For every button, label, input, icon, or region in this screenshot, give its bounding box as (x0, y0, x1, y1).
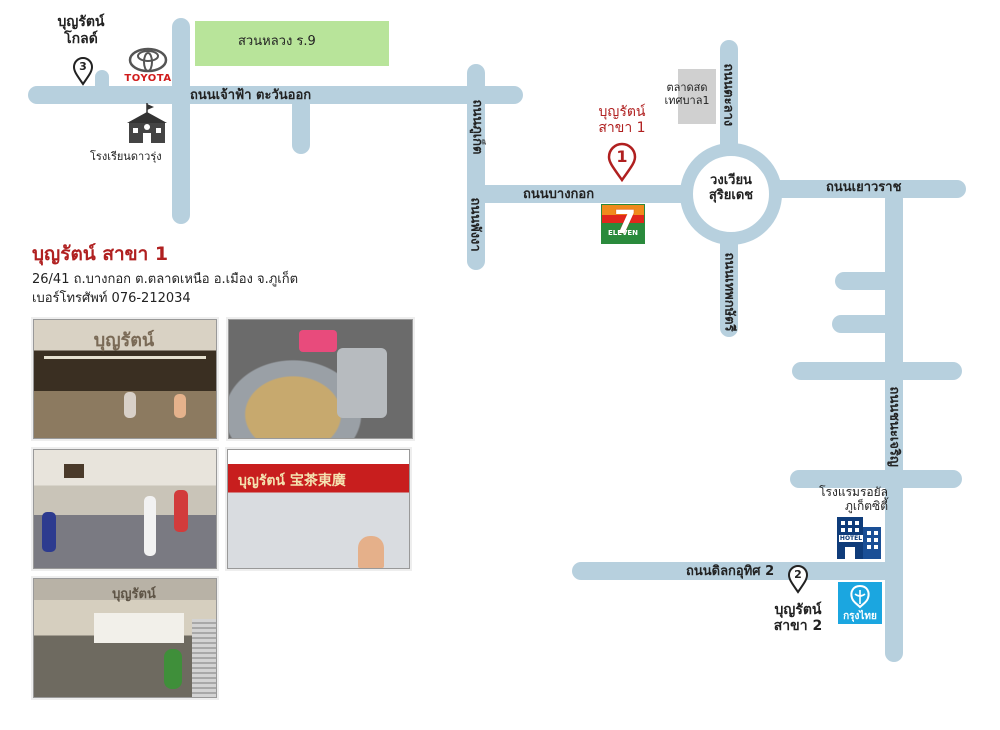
thepkasattri-road (720, 225, 738, 337)
photo-dimsum[interactable] (228, 319, 413, 439)
photo-sign-interior[interactable]: บุญรัตน์ 宝茶東廣 (227, 449, 410, 569)
talang-road-label: ถนนตะลาง (720, 63, 736, 127)
talang-road (720, 40, 738, 160)
hotel-sign: HOTEL (839, 535, 863, 542)
side-street-2 (832, 315, 894, 333)
photo-dining-room[interactable] (33, 449, 217, 569)
park-area (195, 21, 389, 66)
park-label: สวนหลวง ร.9 (238, 34, 316, 49)
seven-eleven-seven: 7 (614, 203, 637, 241)
dilok-road-label: ถนนดิลกอุทิศ 2 (686, 564, 775, 579)
yaowarat-road-label: ถนนเยาวราช (826, 180, 902, 195)
chaofa-road (28, 86, 523, 104)
info-address: 26/41 ถ.บางกอก ต.ตลาดเหนือ อ.เมือง จ.ภูเ… (32, 272, 299, 287)
chaofa-road-vertical-left (172, 18, 190, 224)
seven-eleven-text: ELEVEN (607, 229, 639, 237)
branch2-label: บุญรัตน์ สาขา 2 (773, 602, 823, 635)
krungthai-bank-logo: กรุงไทย (838, 582, 882, 624)
branch2-num: 2 (794, 568, 802, 581)
info-phone: เบอร์โทรศัพท์ 076-212034 (32, 291, 191, 306)
toyota-logo: TOYOTA (122, 46, 174, 86)
branch1-num: 1 (616, 147, 628, 166)
photo-storefront[interactable]: บุญรัตน์ (33, 319, 217, 439)
photo-exterior-sign: บุญรัตน์ (112, 587, 156, 602)
bangkok-road-label: ถนนบางกอก (523, 187, 595, 202)
branch2-pin-icon[interactable]: 2 (787, 564, 809, 594)
gold-branch-label: บุญรัตน์ โกลด์ (57, 14, 105, 47)
market-block (678, 69, 716, 124)
chaofa-spur-small (95, 70, 109, 100)
photo-storefront-sign: บุญรัตน์ (93, 330, 155, 351)
yaowarat-road (760, 180, 966, 198)
photo-exterior[interactable]: บุญรัตน์ (33, 578, 217, 698)
school-label: โรงเรียนดาวรุ่ง (90, 150, 162, 163)
side-street-1 (835, 272, 895, 290)
phangnga-road-label: ถนนพังงา (467, 197, 483, 252)
roundabout-label: วงเวียน สุริยเดช (708, 173, 754, 203)
krungthai-bank-text: กรุงไทย (843, 611, 877, 622)
hotel-label: โรงแรมรอยัล ภูเก็ตซิตี้ (819, 485, 888, 513)
chaofa-road-label: ถนนเจ้าฟ้า ตะวันออก (190, 88, 312, 103)
bangkok-road (470, 185, 710, 203)
gold-branch-num: 3 (79, 60, 87, 73)
market-label: ตลาดสด เทศบาล1 (664, 81, 710, 107)
chanacharoen-road-label: ถนนชนะเจริญ (886, 386, 902, 467)
branch1-pin-icon[interactable]: 1 (606, 142, 638, 183)
toyota-text: TOYOTA (124, 73, 172, 84)
gold-branch-pin-icon[interactable]: 3 (72, 56, 94, 86)
chaofa-spur-down (292, 96, 310, 154)
side-street-3 (792, 362, 962, 380)
dilok-uthit-road (572, 562, 897, 580)
school-icon (124, 103, 170, 145)
side-street-4 (790, 470, 962, 488)
thepkasattri-road-label: ถนนเทพกษัตรี (721, 252, 737, 332)
branch1-label: บุญรัตน์ สาขา 1 (598, 104, 646, 137)
hotel-icon: HOTEL (833, 513, 883, 559)
phuket-road-vertical (467, 64, 485, 270)
seven-eleven-logo: 7 ELEVEN (601, 204, 645, 244)
phangnga-road-vertical (885, 190, 903, 662)
info-title: บุญรัตน์ สาขา 1 (32, 243, 169, 265)
photo-sign-red-text: บุญรัตน์ 宝茶東廣 (238, 473, 346, 489)
phuket-road-label: ถนนภูเก็ต (469, 99, 485, 155)
